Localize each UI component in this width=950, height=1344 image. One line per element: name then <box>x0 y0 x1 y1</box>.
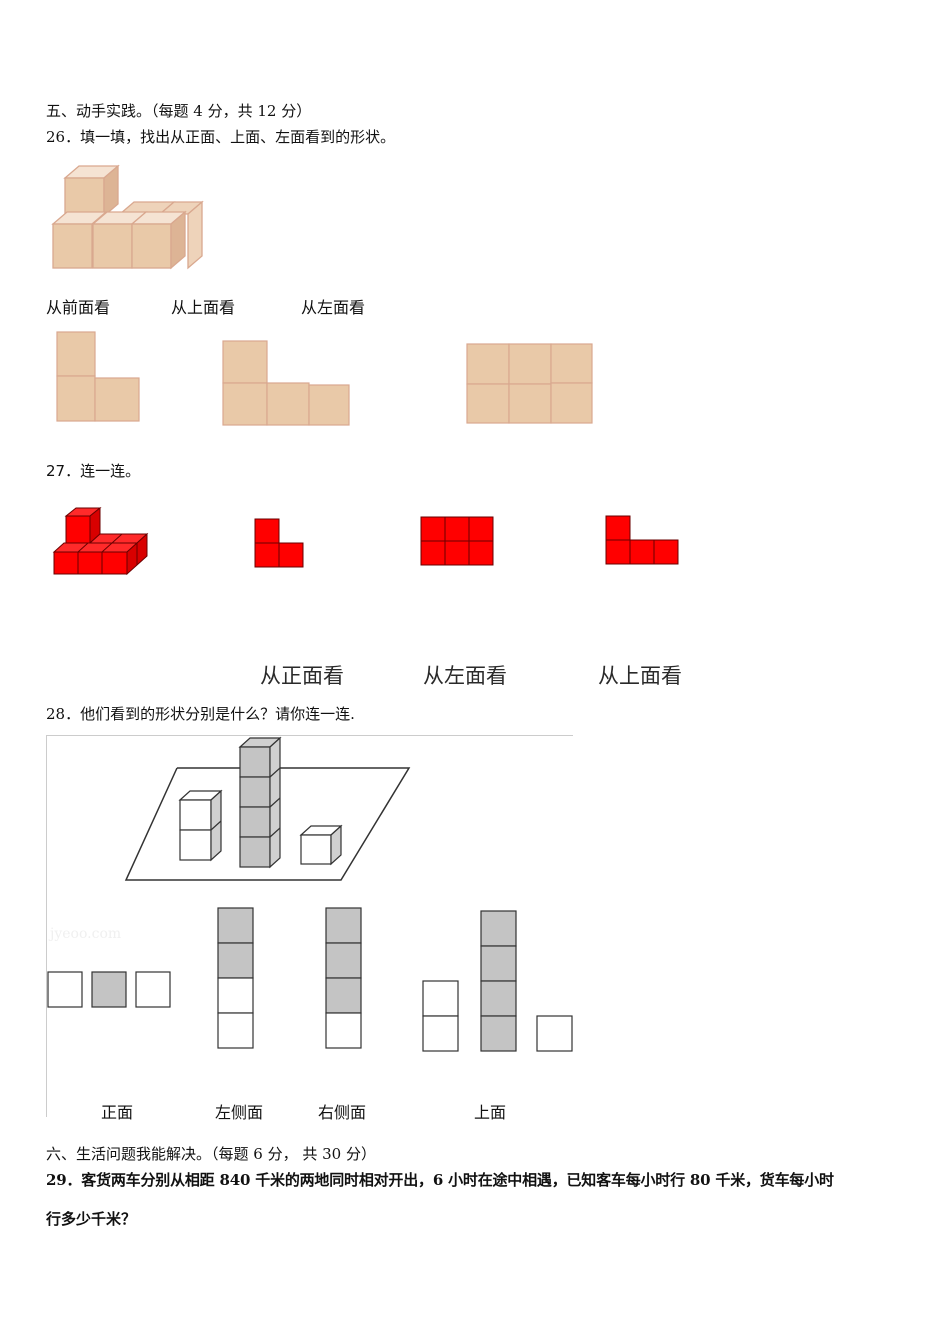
q28-frame-left <box>46 735 47 1117</box>
q28-label-top: 上面 <box>474 1103 507 1122</box>
q28-view-right-side <box>325 907 362 1049</box>
question-28-prompt: 28．他们看到的形状分别是什么？请你连一连. <box>46 705 355 723</box>
q27-cube-figure <box>52 506 149 576</box>
q28-label-front: 正面 <box>101 1103 134 1122</box>
question-27-prompt: 27．连一连。 <box>46 462 141 480</box>
q26-label-top: 从上面看 <box>171 298 236 317</box>
q26-label-left: 从左面看 <box>301 298 366 317</box>
q28-label-left-side: 左侧面 <box>215 1103 264 1122</box>
q26-cube-figure <box>51 164 204 270</box>
q28-view-top <box>422 910 573 1052</box>
question-29-line-1: 29．客货两车分别从相距 840 千米的两地同时相对开出，6 小时在途中相遇，已… <box>46 1171 834 1189</box>
q28-view-left-side <box>217 907 254 1049</box>
q26-view-shape-2 <box>222 340 350 426</box>
q27-view-shape-2 <box>420 516 494 566</box>
q26-view-shape-3 <box>466 343 593 424</box>
q26-label-front: 从前面看 <box>46 298 111 317</box>
question-29-line-2: 行多少千米？ <box>46 1210 137 1228</box>
watermark: jyeoo.com <box>50 926 122 942</box>
q26-view-shape-1 <box>56 331 140 422</box>
q27-label-top: 从上面看 <box>598 664 682 688</box>
q27-view-shape-3 <box>605 515 679 565</box>
question-26-prompt: 26．填一填，找出从正面、上面、左面看到的形状。 <box>46 128 396 146</box>
section-5-heading: 五、动手实践。（每题 4 分，共 12 分） <box>46 102 312 120</box>
q28-label-right-side: 右侧面 <box>318 1103 367 1122</box>
q28-frame-top <box>46 735 573 736</box>
q27-label-front: 从正面看 <box>260 664 344 688</box>
section-6-heading: 六、生活问题我能解决。（每题 6 分， 共 30 分） <box>46 1145 376 1163</box>
q27-view-shape-1 <box>254 518 304 568</box>
q27-label-left: 从左面看 <box>423 664 507 688</box>
q28-view-front <box>47 971 171 1008</box>
q28-scene-figure <box>124 736 411 881</box>
